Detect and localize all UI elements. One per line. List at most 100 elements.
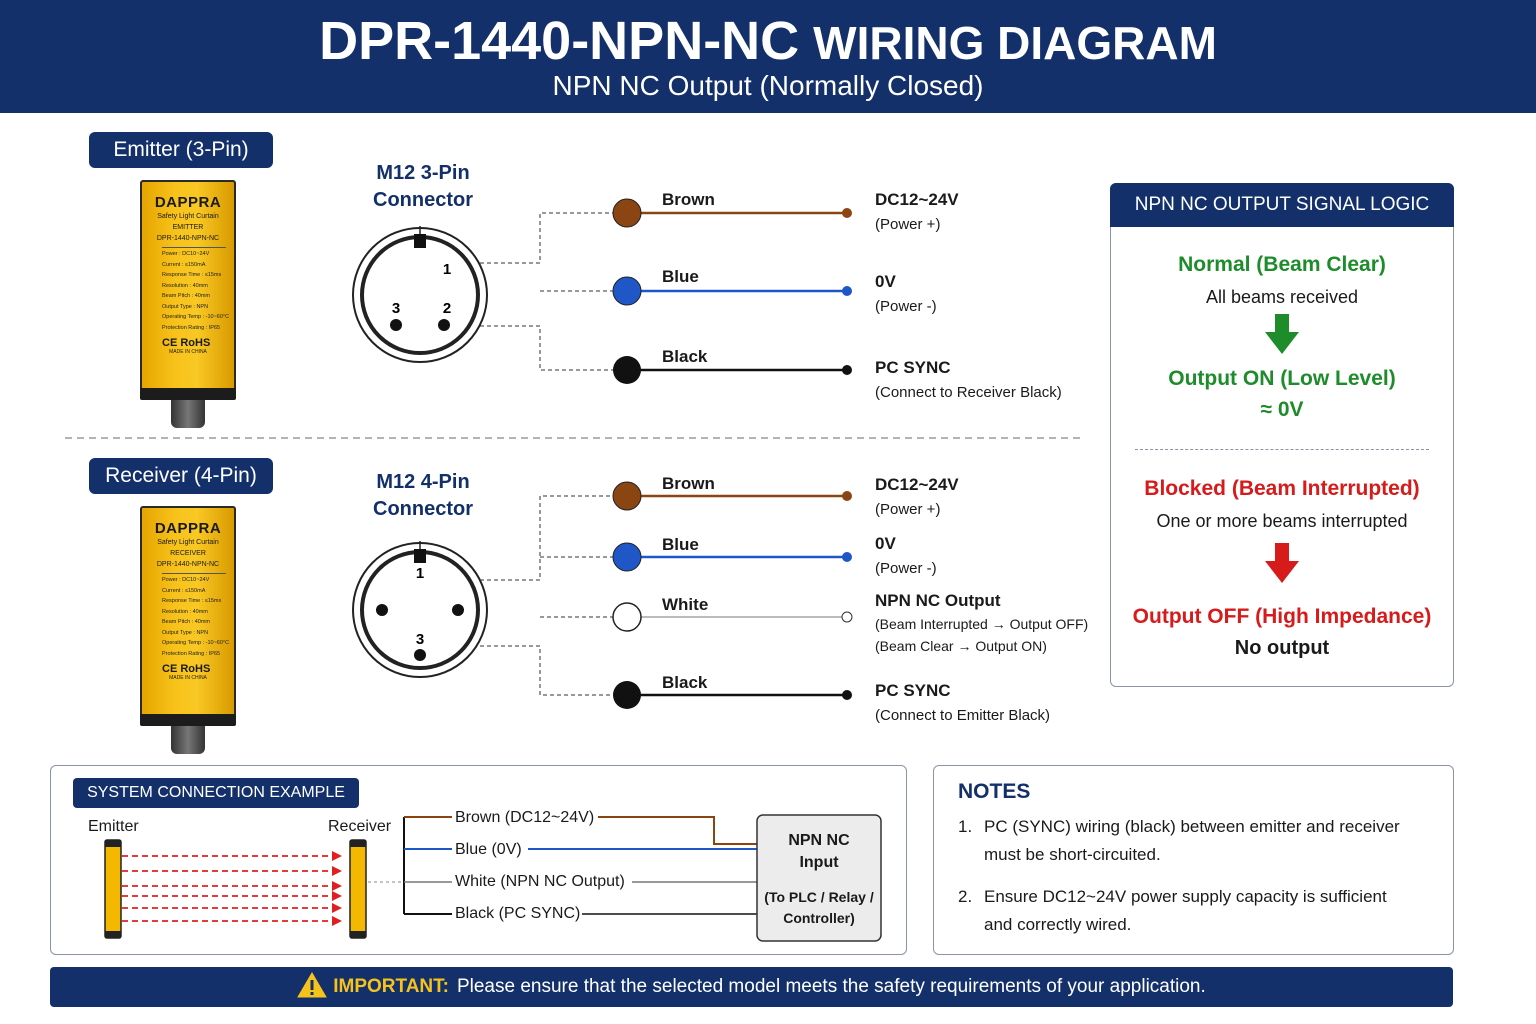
- receiver-device-model: DPR-1440-NPN-NC: [156, 561, 220, 568]
- logic-blocked-title: Blocked (Beam Interrupted): [1144, 477, 1420, 500]
- emitter-spec-3: Resolution : 40mm: [162, 282, 208, 289]
- emitter-spec-7: Protection Rating : IP65: [162, 324, 221, 331]
- system-plc-title1: NPN NC: [788, 832, 850, 849]
- emitter-device-model: DPR-1440-NPN-NC: [156, 235, 220, 242]
- title-rest: WIRING DIAGRAM: [813, 17, 1217, 69]
- emitter-wire-name-brown: Brown: [662, 190, 715, 209]
- receiver-device: DAPPRA Safety Light Curtain RECEIVER DPR…: [140, 506, 236, 754]
- receiver-plug: [171, 726, 205, 754]
- footer-message: IMPORTANT:Please ensure that the selecte…: [50, 967, 1453, 1007]
- receiver-wire-blue: [612, 542, 852, 572]
- receiver-pin-label-1: 1: [416, 565, 424, 582]
- receiver-spec-7: Protection Rating : IP65: [162, 650, 221, 657]
- receiver-wire-name-black: Black: [662, 673, 708, 692]
- receiver-term-black-title: PC SYNC: [875, 681, 951, 700]
- emitter-pin-label-3: 3: [392, 300, 400, 317]
- system-receiver-bar: [349, 839, 367, 939]
- receiver-pin-right: [452, 604, 464, 616]
- system-wire-label-blue: Blue (0V): [455, 841, 522, 858]
- emitter-device: DAPPRA Safety Light Curtain EMITTER DPR-…: [140, 180, 236, 428]
- logic-normal-desc: All beams received: [1205, 287, 1359, 307]
- system-wire-label-black: Black (PC SYNC): [455, 905, 581, 922]
- receiver-term-white-title: NPN NC Output: [875, 591, 1001, 610]
- emitter-label: Emitter (3-Pin): [89, 132, 273, 168]
- receiver-made-in: MADE IN CHINA: [169, 675, 207, 681]
- receiver-term-blue-title: 0V: [875, 534, 896, 553]
- note-2-line1: Ensure DC12~24V power supply capacity is…: [984, 887, 1387, 906]
- notes-panel: [933, 765, 1454, 955]
- emitter-spec-0: Power : DC10~24V: [162, 251, 210, 257]
- emitter-certs: CE RoHS: [162, 337, 211, 349]
- emitter-term-blue-sub: (Power -): [875, 298, 937, 315]
- logic-blocked-value: No output: [1234, 637, 1330, 659]
- emitter-device-line2: EMITTER: [172, 224, 204, 231]
- receiver-pin-label-3: 3: [416, 631, 424, 648]
- system-plc-sub: (To PLC / Relay / Controller): [757, 887, 881, 929]
- emitter-pin-2: [438, 319, 450, 331]
- system-receiver-label: Receiver: [328, 818, 392, 835]
- system-beam-arrowheads: [332, 851, 342, 926]
- system-plc-box: [756, 814, 882, 942]
- emitter-made-in: MADE IN CHINA: [169, 349, 207, 355]
- emitter-spec-1: Current : ≤150mA: [162, 261, 206, 268]
- note-1-line1: PC (SYNC) wiring (black) between emitter…: [984, 817, 1400, 836]
- emitter-spec-6: Operating Temp : -10~60°C: [162, 314, 230, 320]
- system-wire-label-brown: Brown (DC12~24V): [455, 809, 595, 826]
- receiver-term-brown-title: DC12~24V: [875, 475, 959, 494]
- receiver-label: Receiver (4-Pin): [89, 458, 273, 494]
- emitter-connector-line2: Connector: [373, 189, 473, 211]
- emitter-term-brown-sub: (Power +): [875, 216, 941, 233]
- emitter-brand: DAPPRA: [154, 194, 222, 211]
- logic-normal-result: Output ON (Low Level): [1168, 367, 1396, 390]
- notes-title: NOTES: [958, 780, 1031, 803]
- note-1-number: 1.: [958, 817, 973, 836]
- emitter-wire-black: [613, 356, 852, 384]
- system-plc-title2: Input: [799, 854, 839, 871]
- logic-blocked-result: Output OFF (High Impedance): [1132, 605, 1432, 628]
- emitter-pin-3: [390, 319, 402, 331]
- logic-normal-title: Normal (Beam Clear): [1178, 253, 1386, 276]
- receiver-term-brown-sub: (Power +): [875, 501, 941, 518]
- emitter-spec-4: Beam Pitch : 40mm: [162, 293, 210, 299]
- receiver-wire-brown: [612, 481, 852, 511]
- receiver-connector: 1 3: [352, 541, 488, 678]
- receiver-device-line2: RECEIVER: [170, 550, 206, 557]
- emitter-term-black-sub: (Connect to Receiver Black): [875, 384, 1062, 401]
- logic-divider: [1135, 449, 1429, 450]
- footer-important-label: IMPORTANT:: [333, 976, 449, 997]
- emitter-connector-line1: M12 3-Pin: [376, 162, 470, 184]
- receiver-term-white-sub2: (Beam Clear → Output ON): [875, 638, 1047, 654]
- receiver-spec-0: Power : DC10~24V: [162, 577, 210, 583]
- receiver-wire-white: [612, 602, 853, 632]
- emitter-wire-brown: [612, 198, 852, 228]
- system-wire-label-white: White (NPN NC Output): [455, 873, 625, 890]
- system-plc-sub2: Controller): [783, 910, 855, 926]
- emitter-term-blue-title: 0V: [875, 272, 896, 291]
- page-subtitle: NPN NC Output (Normally Closed): [552, 70, 984, 101]
- system-plc-sub1: (To PLC / Relay /: [764, 889, 874, 905]
- emitter-spec-2: Response Time : ≤15ms: [162, 272, 222, 278]
- emitter-pin-label-1: 1: [443, 261, 451, 278]
- receiver-spec-1: Current : ≤150mA: [162, 587, 206, 594]
- receiver-dashed-leads: [480, 495, 614, 696]
- logic-blocked-desc: One or more beams interrupted: [1156, 511, 1408, 531]
- red-down-arrow-icon: [1265, 543, 1299, 583]
- title-model: DPR-1440-NPN-NC: [319, 11, 800, 71]
- signal-logic-heading: NPN NC OUTPUT SIGNAL LOGIC: [1110, 183, 1454, 227]
- receiver-brand: DAPPRA: [154, 520, 222, 537]
- footer-bar: [50, 967, 1453, 1007]
- receiver-spec-6: Operating Temp : -10~60°C: [162, 640, 230, 646]
- receiver-wire-name-brown: Brown: [662, 474, 715, 493]
- system-connection-heading: SYSTEM CONNECTION EXAMPLE: [73, 778, 359, 808]
- emitter-term-black-title: PC SYNC: [875, 358, 951, 377]
- header-bar: [0, 0, 1536, 113]
- receiver-term-black-sub: (Connect to Emitter Black): [875, 707, 1051, 724]
- receiver-connector-line2: Connector: [373, 498, 473, 520]
- receiver-connector-line1: M12 4-Pin: [376, 471, 470, 493]
- receiver-spec-2: Response Time : ≤15ms: [162, 598, 222, 604]
- emitter-wire-blue: [612, 276, 852, 306]
- receiver-pin-bottom: [414, 649, 426, 661]
- note-2-line2: and correctly wired.: [984, 915, 1132, 934]
- note-1-line2: must be short-circuited.: [984, 845, 1161, 864]
